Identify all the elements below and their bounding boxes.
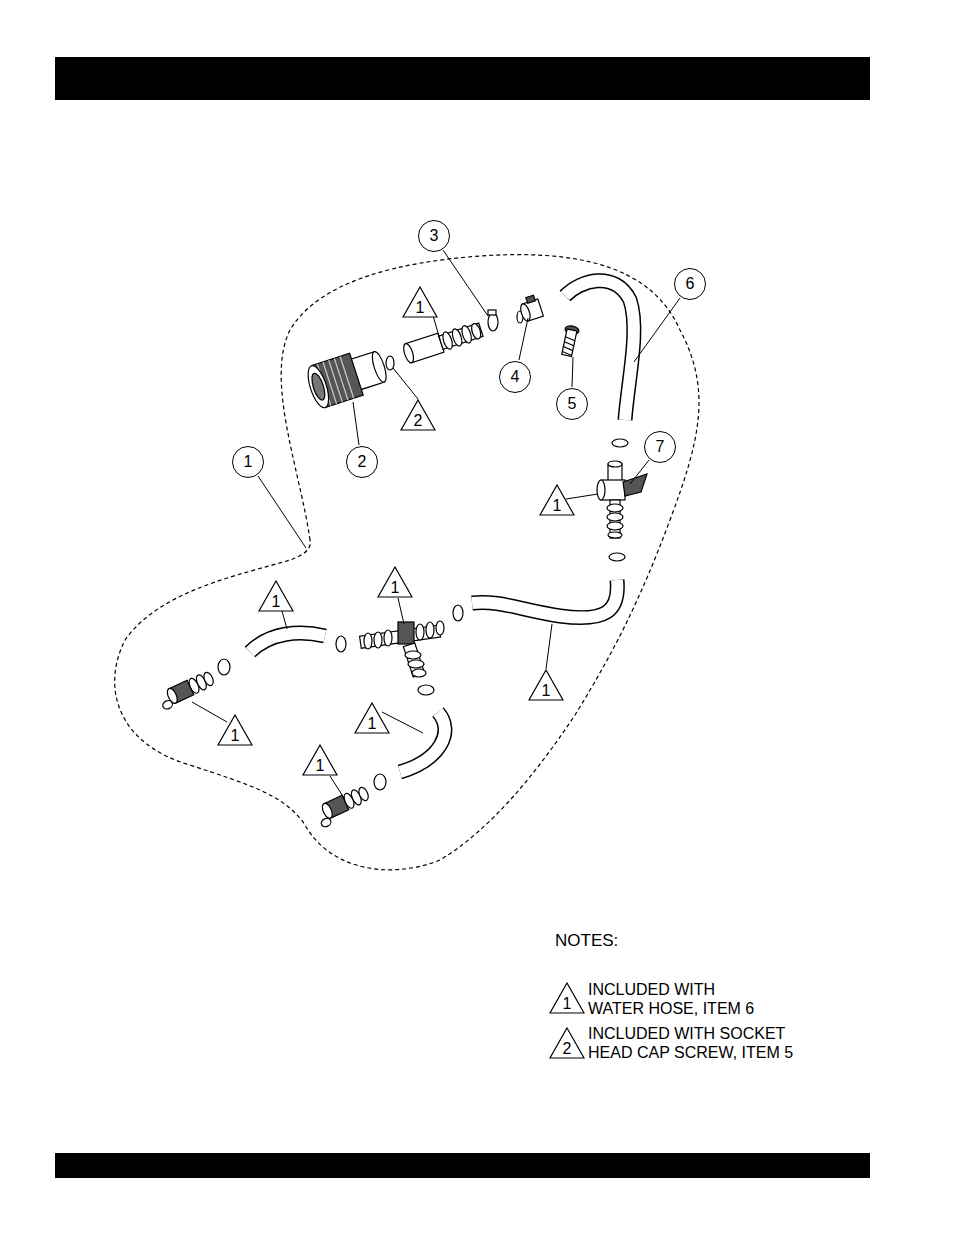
callout-number: 6: [686, 276, 695, 292]
callout-number: 1: [553, 498, 562, 514]
callout-number: 2: [358, 454, 367, 470]
callout-number: 1: [542, 683, 551, 699]
callout-circle: 5: [556, 388, 588, 420]
note-triangle: 2: [400, 399, 436, 431]
callout-number: 3: [430, 228, 439, 244]
callout-number: 1: [563, 996, 572, 1012]
kit-outline: [115, 255, 699, 870]
callout-number: 2: [414, 413, 423, 429]
notes-heading: NOTES:: [555, 931, 675, 950]
callout-number: 7: [656, 439, 665, 455]
header-bar: [55, 57, 870, 100]
note-triangle: 1: [217, 714, 253, 746]
callout-number: 1: [244, 454, 253, 470]
footer-bar: [55, 1153, 870, 1178]
note-triangle: 1: [258, 580, 294, 612]
callout-number: 1: [416, 300, 425, 316]
callout-circle: 3: [418, 220, 450, 252]
callout-number: 1: [368, 716, 377, 732]
note-triangle: 2: [549, 1027, 585, 1059]
callout-number: 4: [511, 369, 520, 385]
callout-number: 2: [563, 1041, 572, 1057]
note-triangle: 1: [402, 286, 438, 318]
note-text: INCLUDED WITH WATER HOSE, ITEM 6: [588, 980, 760, 1018]
callout-circle: 1: [232, 446, 264, 478]
callout-number: 1: [231, 728, 240, 744]
note-triangle: 1: [528, 669, 564, 701]
note-triangle: 1: [302, 744, 338, 776]
callout-number: 1: [391, 580, 400, 596]
leader-lines: [192, 250, 680, 798]
callout-number: 1: [316, 758, 325, 774]
hoses: [250, 281, 634, 772]
callout-circle: 2: [346, 446, 378, 478]
fittings: [157, 294, 647, 828]
callout-circle: 7: [644, 431, 676, 463]
note-triangle: 1: [377, 566, 413, 598]
note-triangle: 1: [539, 484, 575, 516]
note-text: INCLUDED WITH SOCKET HEAD CAP SCREW, ITE…: [588, 1024, 833, 1062]
callout-number: 5: [568, 396, 577, 412]
note-triangle: 1: [549, 982, 585, 1014]
callout-circle: 4: [499, 361, 531, 393]
note-triangle: 1: [354, 702, 390, 734]
callout-number: 1: [272, 594, 281, 610]
callout-circle: 6: [674, 268, 706, 300]
